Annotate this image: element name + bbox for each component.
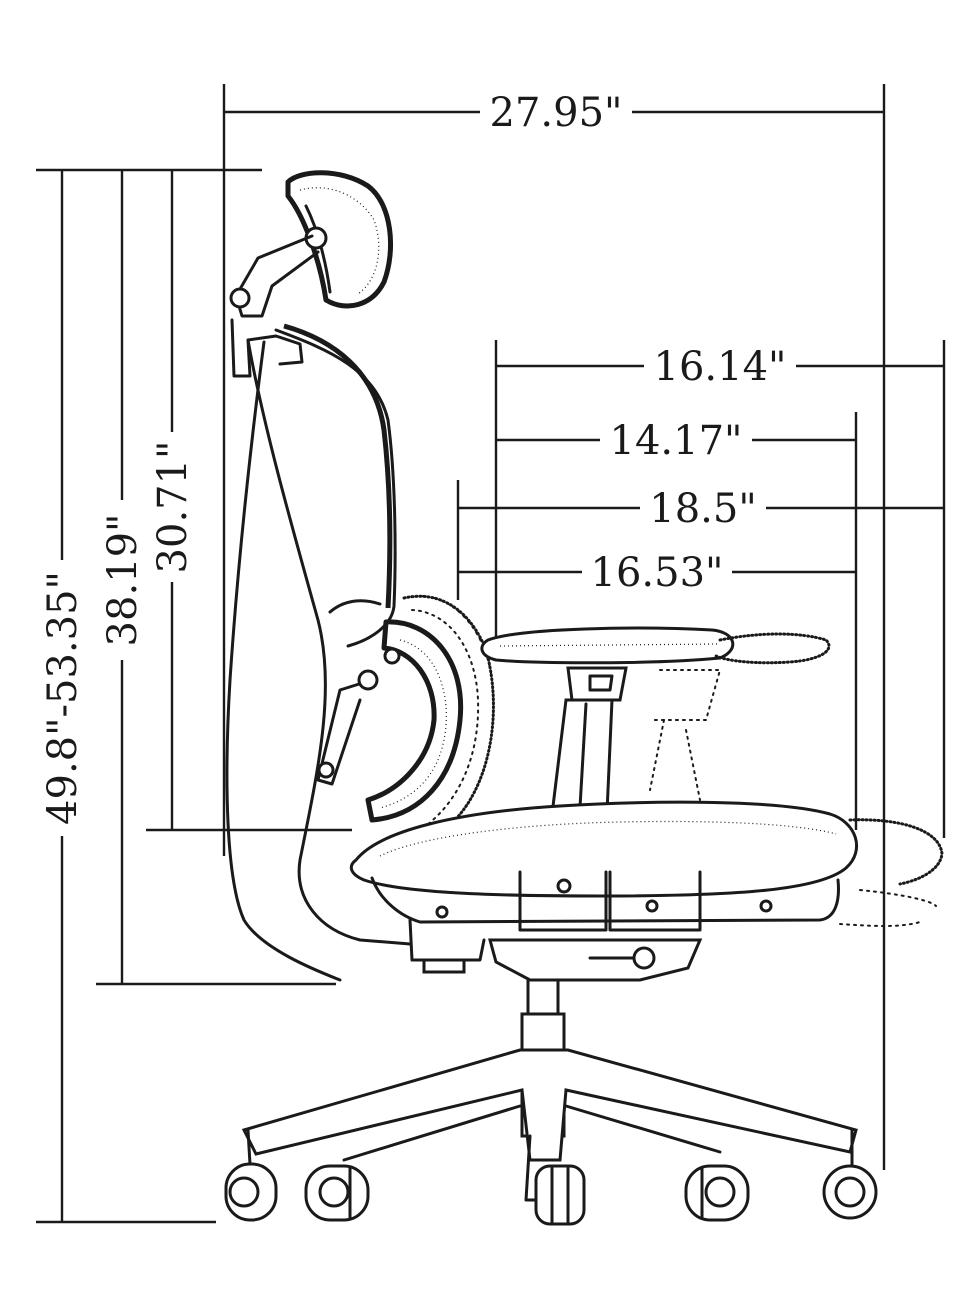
office-chair-side-view <box>224 170 944 1226</box>
lumbar-support <box>316 619 464 823</box>
lumbar-knob <box>383 647 401 665</box>
caster-1 <box>224 1162 278 1222</box>
caster-2 <box>304 1164 370 1222</box>
caster-5 <box>822 1164 878 1220</box>
lumbar-pivot <box>357 669 379 691</box>
label-arm-to-front-min: 14.17" <box>610 418 743 464</box>
label-seat-depth-min: 16.53" <box>591 550 724 596</box>
caster-4 <box>684 1164 750 1222</box>
label-total-height: 49.8"-53.35" <box>40 571 86 825</box>
caster-3 <box>534 1164 586 1226</box>
label-overall-depth: 27.95" <box>490 90 623 136</box>
backrest-frame <box>225 318 412 982</box>
chair-base <box>241 1048 858 1202</box>
label-backrest-height: 30.71" <box>150 441 196 574</box>
label-backrest-top-from-seat: 38.19" <box>100 514 146 647</box>
label-seat-depth-max: 18.5" <box>649 486 756 532</box>
back-joint <box>317 761 335 779</box>
tilt-knob <box>422 958 466 974</box>
casters <box>224 1162 878 1226</box>
headrest-arm-joint <box>229 287 251 309</box>
seat <box>349 800 858 962</box>
dimension-lines <box>36 84 946 1224</box>
height-adjust-lever <box>632 946 656 970</box>
dimension-labels: 27.95" 16.14" 14.17" 18.5" 16.53" 49.8"-… <box>40 90 786 825</box>
armrest-extended-ghost <box>649 632 831 801</box>
gas-lift-top <box>526 978 560 1018</box>
headrest-arm <box>234 234 320 318</box>
seat-extended-ghost <box>839 818 944 927</box>
label-arm-to-front-max: 16.14" <box>654 344 787 390</box>
